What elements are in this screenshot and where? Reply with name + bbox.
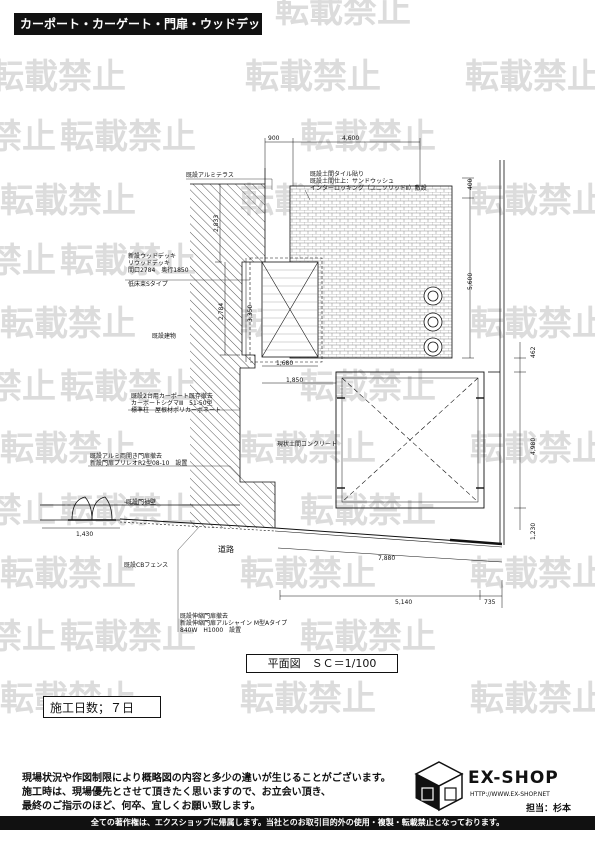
watermark-text: 転載禁止 — [240, 429, 376, 469]
watermark-text: 転載禁止 — [0, 429, 136, 469]
watermark-text: 転載禁止 — [60, 367, 196, 407]
watermark-text: 転載禁止 — [60, 117, 196, 157]
watermark-text: 転載禁止 — [470, 554, 595, 594]
label-aluminum-gate-2: 新設門扉プリレオR2型08-10 設置 — [90, 459, 187, 467]
dim-1230: 1,230 — [530, 523, 537, 540]
label-carport-3: 標準柱 屋根材ポリカーボネート — [131, 406, 221, 414]
page-title: カーポート・カーゲート・門扉・ウッドデッキ — [14, 13, 262, 53]
dim-735: 735 — [484, 599, 496, 606]
watermark-text: 転載禁止 — [465, 57, 595, 97]
label-aluminum-gate-1: 既設アルミ両開き門扉撤去 — [90, 452, 162, 460]
dim-7880: 7,880 — [378, 555, 395, 562]
label-tile-1: 既設土間タイル貼り — [310, 170, 364, 178]
dim-5140: 5,140 — [395, 599, 412, 606]
dim-4980: 4,980 — [530, 438, 537, 455]
watermark-text: 転載禁止 — [0, 617, 56, 657]
watermark-text: 転載禁止 — [240, 679, 376, 719]
watermark-text: 転載禁止 — [0, 304, 136, 344]
cube-logo-icon — [414, 761, 464, 812]
brand-name: EX-SHOP — [468, 768, 559, 788]
label-slide-gate-1: 既設伸縮門扉撤去 — [180, 612, 228, 620]
brand-url: HTTP://WWW.EX-SHOP.NET — [470, 791, 550, 798]
dim-2833: 2,833 — [213, 215, 220, 232]
note-line: 最終のご指示のほど、何卒、宜しくお願い致します。 — [22, 801, 261, 812]
brand-logo: EX-SHOP HTTP://WWW.EX-SHOP.NET 担当：杉本 — [414, 760, 584, 815]
watermark-text: 転載禁止 — [0, 117, 56, 157]
label-slide-gate-3: 840W H1000 設置 — [180, 626, 241, 634]
label-road: 道路 — [218, 544, 234, 554]
copyright-footer: 全ての著作権は、エクスショップに帰属します。当社とのお取引目的外の使用・複製・転… — [0, 816, 595, 830]
watermark-text: 転載禁止 — [300, 367, 436, 407]
gate-symbol — [68, 496, 116, 521]
watermark-text: 転載禁止 — [0, 57, 126, 97]
label-concrete: 現状土間コンクリート — [277, 440, 337, 448]
dim-1680: 1,680 — [276, 360, 293, 367]
dim-2784: 2,784 — [218, 303, 225, 320]
leader-lines — [88, 178, 311, 632]
watermark-text: 転載禁止 — [470, 429, 595, 469]
watermark-text: 転載禁止 — [0, 554, 136, 594]
watermark-text: 転載禁止 — [0, 241, 56, 281]
planter-circles — [423, 286, 443, 357]
staff-label: 担当：杉本 — [526, 804, 572, 814]
label-deck-1: 新設ウッドデッキ — [128, 252, 176, 260]
note-line: 施工時は、現場優先とさせて頂きたく思いますので、お立会い頂き、 — [22, 787, 331, 798]
watermark-text: 転載禁止 — [470, 181, 595, 221]
dim-400: 400 — [467, 178, 474, 190]
watermark-text: 転載禁止 — [275, 0, 411, 31]
watermark-text: 転載禁止 — [60, 617, 196, 657]
watermark-text: 転載禁止 — [240, 554, 376, 594]
label-carport-1: 既設2台用カーポート既存撤去 — [131, 392, 213, 400]
watermark-text: 転載禁止 — [470, 304, 595, 344]
label-deck-4: 低床束Sタイプ — [128, 280, 168, 288]
label-terrace: 既設アルミテラス — [186, 171, 234, 179]
label-deck-3: 間口2784 奥行1850 — [128, 266, 189, 274]
dim-462: 462 — [530, 346, 537, 358]
watermark-text: 転載禁止 — [300, 491, 436, 531]
watermark-text: 転載禁止 — [245, 57, 381, 97]
watermark-text: 転載禁止 — [0, 491, 56, 531]
wood-deck — [249, 257, 323, 363]
dim-1850: 1,850 — [286, 377, 303, 384]
label-slide-gate-2: 新設伸縮門扉アルシャイン M型Aタイプ — [180, 619, 287, 627]
label-tile-2: 既設土間仕上：サンドウッシュ — [310, 177, 394, 185]
dim-900: 900 — [268, 135, 280, 142]
dimension-lines — [42, 138, 526, 608]
existing-building-wall — [190, 183, 276, 528]
watermark-text: 転載禁止 — [300, 617, 436, 657]
watermark-text: 転載禁止 — [300, 117, 436, 157]
label-cb-fence: 既設CBフェンス — [124, 561, 168, 569]
dim-3350: 3,350 — [247, 305, 254, 322]
watermark-text: 転載禁止 — [470, 679, 595, 719]
watermark-text: 転載禁止 — [60, 241, 196, 281]
watermark-text: 転載禁止 — [0, 367, 56, 407]
property-lines — [264, 160, 505, 545]
dim-4600: 4,600 — [342, 135, 359, 142]
label-tile-3: インターロッキング（ユニソリッドⅡ）敷設 — [310, 184, 427, 192]
label-deck-2: リウッドデッキ — [128, 259, 170, 267]
dim-5600: 5,600 — [467, 273, 474, 290]
dim-1430: 1,430 — [76, 531, 93, 538]
label-gate-post: 既設門袖壁 — [126, 498, 156, 506]
note-line: 現場状況や作図制限により概略図の内容と多少の違いが生じることがございます。 — [22, 773, 391, 784]
label-carport-2: カーポートシグマⅢ 51-50型 — [131, 399, 213, 407]
notes-block: 現場状況や作図制限により概略図の内容と多少の違いが生じることがございます。 施工… — [22, 772, 412, 814]
scale-label: 平面図 ＳＣ＝1/100 — [246, 654, 398, 673]
label-existing-building: 既設建物 — [152, 332, 176, 340]
watermark-text: 転載禁止 — [0, 181, 136, 221]
work-days-label: 施工日数；７日 — [43, 696, 161, 718]
carport — [335, 371, 485, 509]
